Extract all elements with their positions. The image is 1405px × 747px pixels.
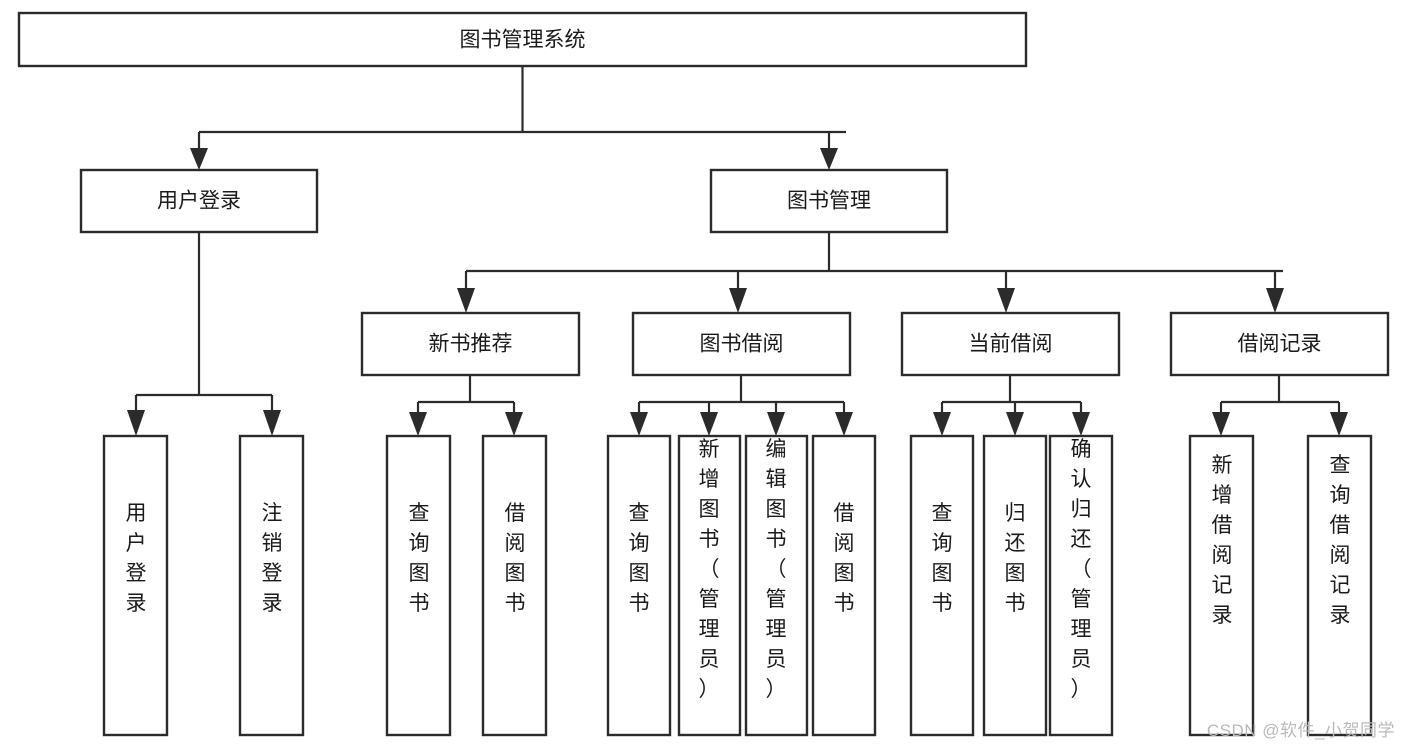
leaf-query-borrow-record[interactable]: 查询借阅记录	[1306, 434, 1373, 737]
arrow-head-edit-book	[767, 412, 785, 436]
node-new-book-rec-box[interactable]	[360, 311, 581, 377]
arrow-head-leaf-logout	[263, 410, 281, 436]
node-borrow-record-box[interactable]	[1169, 311, 1390, 377]
leaf-user-login-label: 用户登录	[126, 502, 147, 615]
leaf-query-book-rec[interactable]: 查询图书	[385, 434, 452, 737]
node-current-borrow-label: 当前借阅	[969, 333, 1053, 356]
arrow-head-user-login	[190, 148, 208, 170]
leaf-user-login-box[interactable]	[102, 434, 169, 737]
arrow-head-book-mgmt	[820, 148, 838, 170]
arrow-head-borrow-book-1	[505, 412, 523, 436]
leaf-borrow-book-borrow-label: 借阅图书	[834, 502, 855, 615]
leaf-add-borrow-record-box[interactable]	[1188, 434, 1255, 737]
arrow-head-query-book-2	[630, 412, 648, 436]
leaf-query-borrow-record-label: 查询借阅记录	[1330, 454, 1351, 627]
node-root-label: 图书管理系统	[460, 29, 586, 52]
leaf-query-book-borrow[interactable]: 查询图书	[606, 434, 672, 737]
leaf-query-borrow-record-box[interactable]	[1306, 434, 1373, 737]
leaf-add-borrow-record-label: 新增借阅记录	[1212, 454, 1233, 627]
leaf-edit-book[interactable]: 编辑图书（管理员）	[744, 434, 809, 737]
leaf-query-book-current-box[interactable]	[909, 434, 975, 737]
node-book-borrow[interactable]: 图书借阅	[631, 311, 852, 377]
arrow-head-return-book	[1006, 412, 1024, 436]
leaf-query-book-rec-label: 查询图书	[409, 502, 430, 615]
node-layer: 图书管理系统 用户登录 图书管理 新书推荐 图书借阅	[17, 11, 1390, 737]
leaf-edit-book-box[interactable]	[744, 434, 809, 737]
leaf-query-book-current[interactable]: 查询图书	[909, 434, 975, 737]
csdn-watermark: CSDN @软件_小贺同学	[1206, 721, 1395, 740]
arrow-head-borrow-record	[1266, 288, 1284, 313]
node-book-borrow-label: 图书借阅	[700, 333, 784, 356]
node-root-box[interactable]	[17, 11, 1028, 68]
node-book-mgmt[interactable]: 图书管理	[709, 168, 949, 234]
leaf-borrow-book-rec-box[interactable]	[481, 434, 548, 737]
node-user-login-label: 用户登录	[157, 190, 241, 213]
leaf-borrow-book-rec-label: 借阅图书	[505, 502, 526, 615]
leaf-edit-book-label: 编辑图书（管理员）	[766, 438, 787, 701]
arrow-head-new-book-rec	[457, 288, 475, 313]
node-new-book-rec[interactable]: 新书推荐	[360, 311, 581, 377]
leaf-borrow-book-borrow-box[interactable]	[811, 434, 877, 737]
leaf-logout-label: 注销登录	[262, 502, 283, 615]
leaf-borrow-book-borrow[interactable]: 借阅图书	[811, 434, 877, 737]
leaf-confirm-return-label: 确认归还（管理员）	[1071, 438, 1092, 701]
leaf-query-book-borrow-label: 查询图书	[629, 502, 650, 615]
leaf-add-book-label: 新增图书（管理员）	[699, 438, 720, 701]
leaf-logout[interactable]: 注销登录	[238, 434, 305, 737]
leaf-add-book[interactable]: 新增图书（管理员）	[677, 434, 742, 737]
leaf-query-book-borrow-box[interactable]	[606, 434, 672, 737]
arrow-head-book-borrow	[729, 288, 747, 313]
arrow-head-borrow-book-2	[835, 412, 853, 436]
leaf-user-login[interactable]: 用户登录	[102, 434, 169, 737]
node-current-borrow[interactable]: 当前借阅	[900, 311, 1121, 377]
connector-layer	[127, 66, 1348, 436]
leaf-add-book-box[interactable]	[677, 434, 742, 737]
arrow-head-add-record	[1212, 412, 1230, 436]
node-book-borrow-box[interactable]	[631, 311, 852, 377]
leaf-return-book-label: 归还图书	[1005, 502, 1026, 615]
node-borrow-record-label: 借阅记录	[1238, 333, 1322, 356]
arrow-head-leaf-user-login	[127, 410, 145, 436]
arrow-head-add-book	[700, 412, 718, 436]
node-current-borrow-box[interactable]	[900, 311, 1121, 377]
arrow-head-query-book-3	[933, 412, 951, 436]
node-user-login-box[interactable]	[79, 168, 319, 234]
leaf-query-book-rec-box[interactable]	[385, 434, 452, 737]
leaf-return-book[interactable]: 归还图书	[982, 434, 1048, 737]
arrow-head-current-borrow	[997, 288, 1015, 313]
arrow-head-confirm-return	[1072, 412, 1090, 436]
node-user-login[interactable]: 用户登录	[79, 168, 319, 234]
arrow-head-query-record	[1330, 412, 1348, 436]
leaf-logout-box[interactable]	[238, 434, 305, 737]
leaf-confirm-return[interactable]: 确认归还（管理员）	[1048, 434, 1114, 737]
node-borrow-record[interactable]: 借阅记录	[1169, 311, 1390, 377]
leaf-return-book-box[interactable]	[982, 434, 1048, 737]
leaf-borrow-book-rec[interactable]: 借阅图书	[481, 434, 548, 737]
node-new-book-rec-label: 新书推荐	[429, 333, 513, 356]
leaf-query-book-current-label: 查询图书	[932, 502, 953, 615]
leaf-add-borrow-record[interactable]: 新增借阅记录	[1188, 434, 1255, 737]
node-root[interactable]: 图书管理系统	[17, 11, 1028, 68]
node-book-mgmt-box[interactable]	[709, 168, 949, 234]
leaf-confirm-return-box[interactable]	[1048, 434, 1114, 737]
node-book-mgmt-label: 图书管理	[787, 190, 871, 213]
arrow-head-query-book-1	[409, 412, 427, 436]
